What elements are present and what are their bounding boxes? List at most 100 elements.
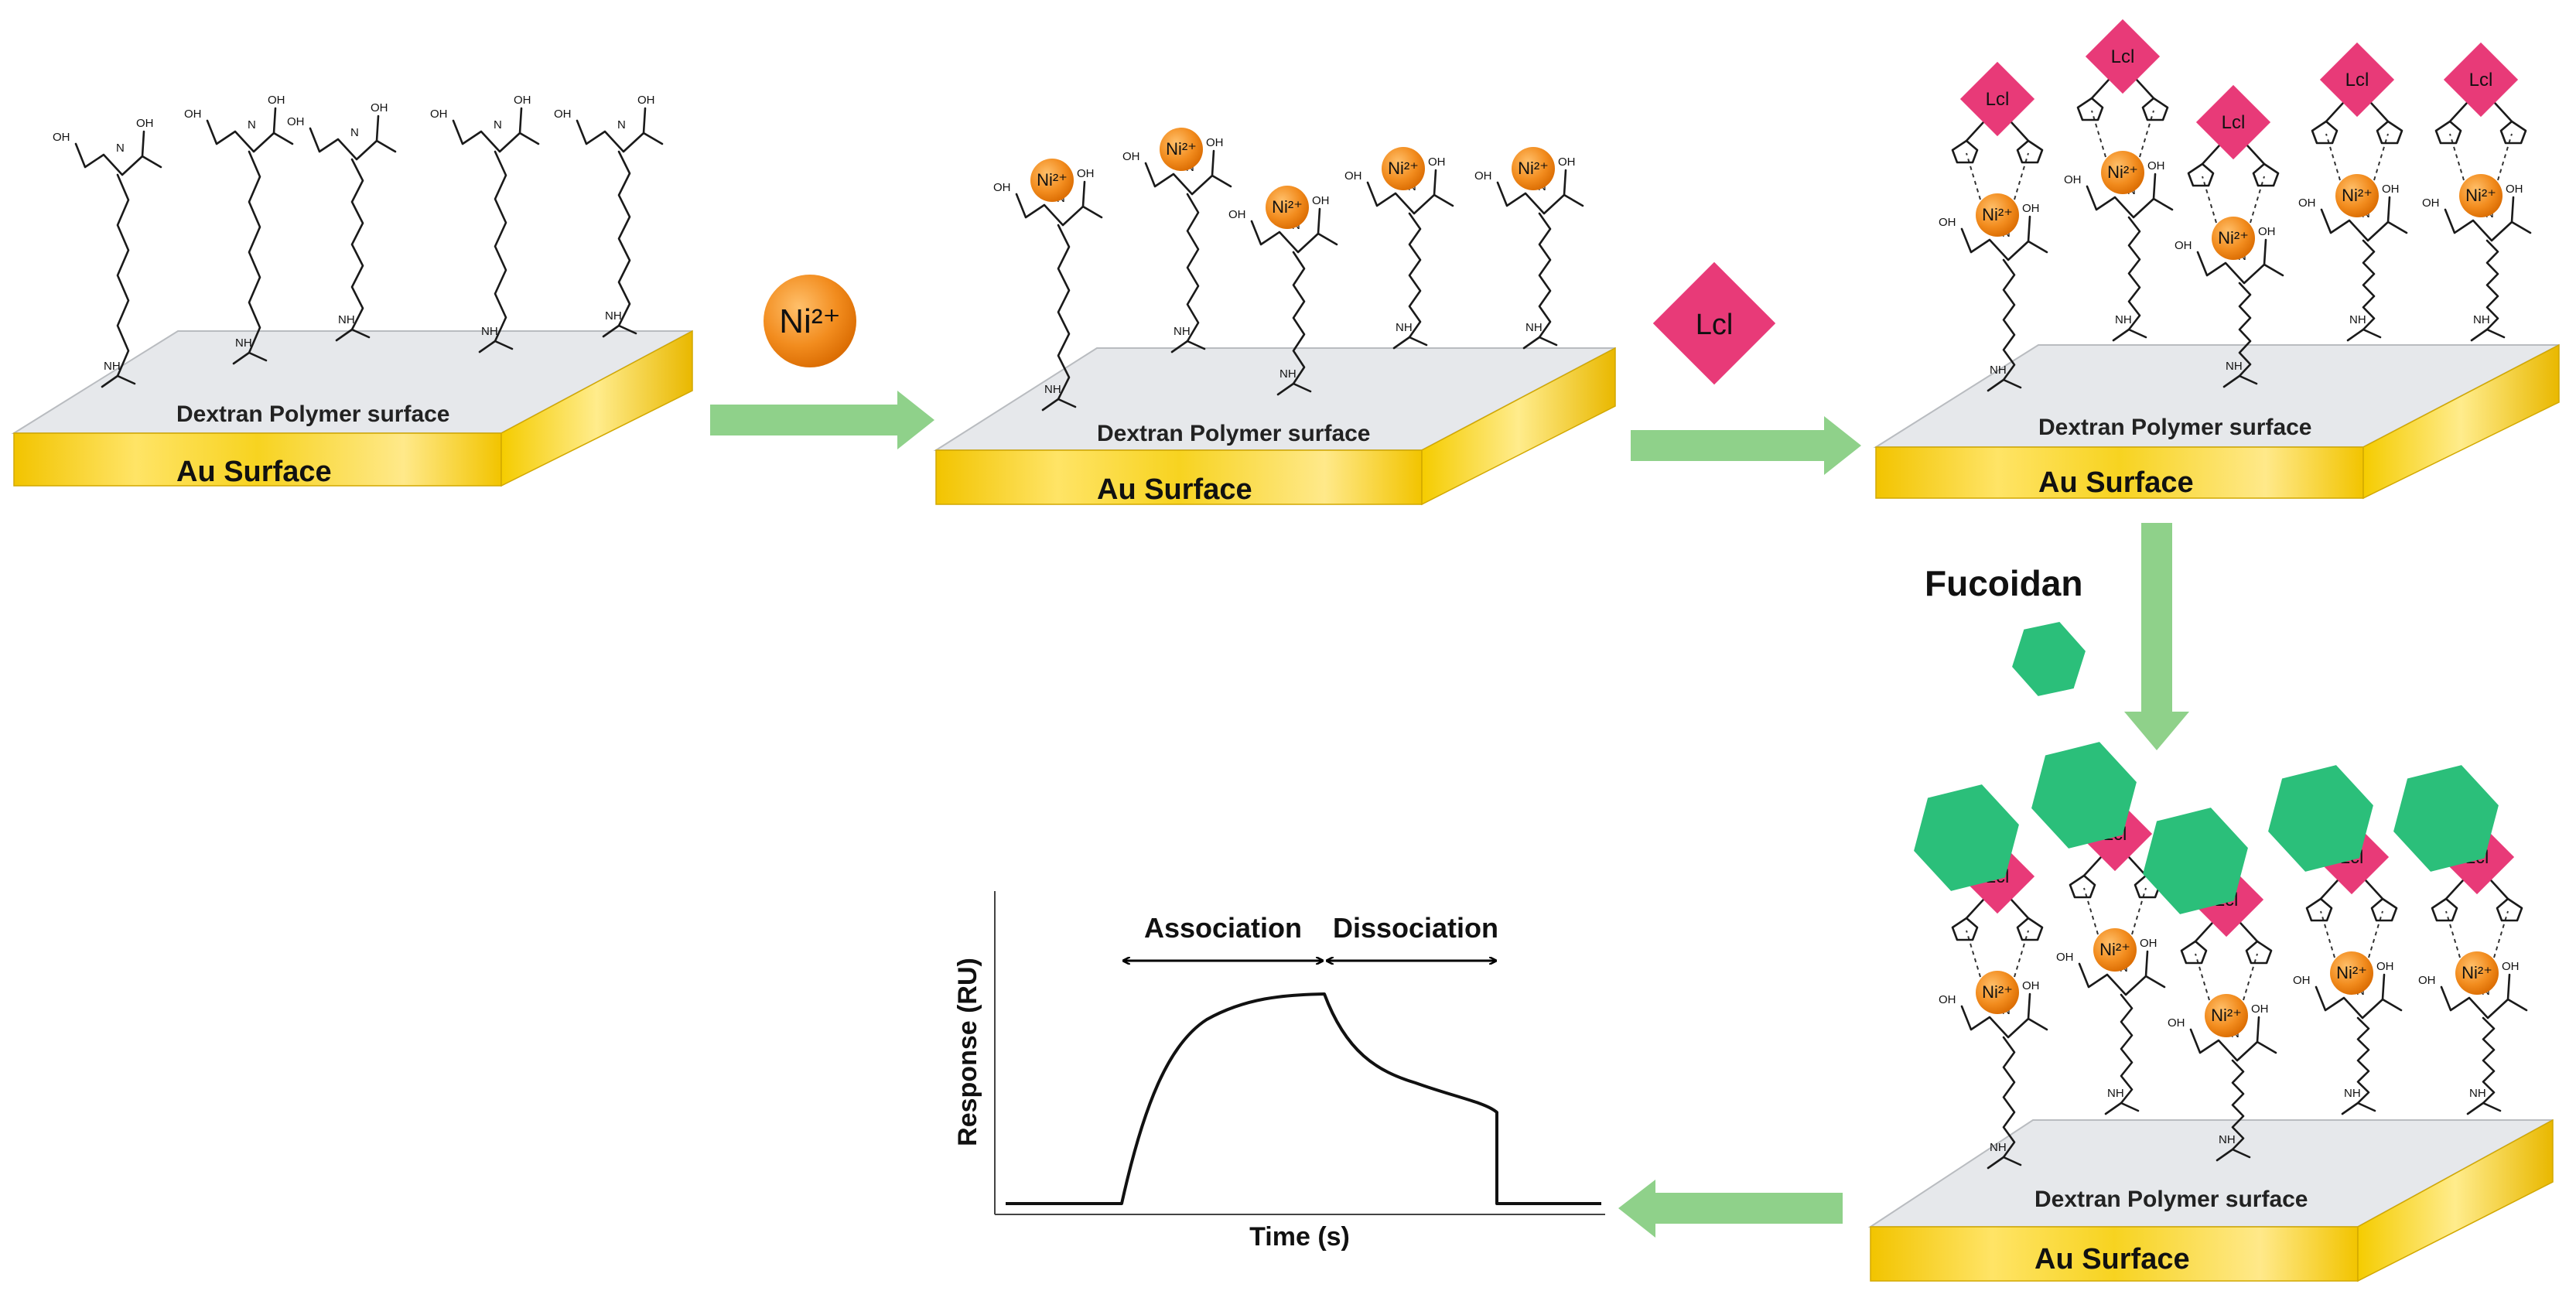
histidine-ring: [2434, 120, 2462, 145]
carboxyl-label: OH: [2251, 1002, 2269, 1016]
amide-nh-label: NH: [1990, 1141, 2007, 1154]
dissociation-label: Dissociation: [1333, 912, 1498, 944]
arrow-step-3: [2124, 523, 2189, 750]
histidine-ring: [2496, 897, 2523, 922]
amide-nh-label: NH: [1396, 321, 1413, 334]
carboxyl-label: OH: [2175, 239, 2192, 252]
nickel-ion-label: Ni²⁺: [2099, 940, 2130, 959]
amide-nh-label: NH: [2344, 1087, 2361, 1100]
amide-nh-label: NH: [2115, 313, 2132, 326]
histidine-ring: [2134, 874, 2161, 899]
ligand-protein: Lcl: [2195, 84, 2271, 160]
nickel-ion-label: Ni²⁺: [1982, 982, 2013, 1002]
carboxyl-label: OH: [2502, 960, 2520, 973]
nickel-ion: Ni²⁺: [2459, 174, 2503, 217]
carboxyl-label: OH: [2293, 974, 2311, 987]
nickel-ion: Ni²⁺: [1976, 193, 2019, 237]
nickel-ion: Ni²⁺: [2205, 994, 2248, 1037]
carboxyl-label: OH: [136, 117, 154, 130]
sensorgram-x-label: Time (s): [1249, 1222, 1350, 1252]
amide-nh-label: NH: [235, 336, 252, 350]
fucoidan-molecule: [1914, 784, 2019, 891]
analyte-linker-group: NHNOHOHNi²⁺LclNHNOHOHNi²⁺LclNHNOHOHNi²⁺L…: [1914, 742, 2528, 1170]
amide-nh-label: NH: [1525, 321, 1543, 334]
nitrogen-label: N: [116, 142, 125, 155]
histidine-ring: [2376, 120, 2403, 145]
ligand-protein: Lcl: [2443, 42, 2519, 118]
gold-label: Au Surface: [2034, 1243, 2190, 1276]
gold-side-face: [501, 330, 693, 487]
amide-nh-label: NH: [481, 325, 498, 338]
carboxyl-label: OH: [1206, 136, 1224, 149]
nickel-ion: Ni²⁺: [1512, 147, 1555, 190]
carboxyl-label: OH: [2064, 173, 2082, 186]
ligand-label: Lcl: [2345, 70, 2369, 91]
ligand-label: Lcl: [2469, 70, 2493, 91]
carboxyl-label: OH: [1558, 155, 1576, 169]
carboxyl-label: OH: [184, 108, 202, 121]
histidine-ring: [2016, 917, 2044, 941]
ligand-label: Lcl: [1986, 89, 2010, 110]
nickel-ion-label: Ni²⁺: [2107, 162, 2138, 182]
panel-ligand-captured: Dextran Polymer surface Au Surface NHNOH…: [1873, 19, 2560, 500]
nickel-ion: Ni²⁺: [1382, 147, 1425, 190]
nitrogen-label: N: [617, 118, 626, 131]
histidine-ring: [1951, 139, 1979, 164]
histidine-ring: [2252, 162, 2280, 187]
carboxyl-label: OH: [2258, 225, 2276, 238]
nickel-ion-label: Ni²⁺: [1982, 205, 2013, 224]
carboxyl-label: OH: [1939, 216, 1956, 229]
arrow-step-1: [710, 391, 934, 449]
amide-nh-label: NH: [2469, 1087, 2486, 1100]
nitrogen-label: N: [248, 118, 256, 131]
nickel-ion-label: Ni²⁺: [1166, 139, 1197, 159]
amide-nh-label: NH: [1990, 364, 2007, 377]
carboxyl-label: OH: [53, 131, 70, 144]
nickel-ion-label: Ni²⁺: [2211, 1006, 2242, 1025]
carboxyl-label: OH: [2022, 979, 2040, 992]
carboxyl-label: OH: [1939, 993, 1956, 1006]
carboxyl-label: OH: [1228, 208, 1246, 221]
ligand-label: Lcl: [1696, 309, 1734, 341]
panel-nta-surface: Dextran Polymer surface Au Surface NHNOH…: [11, 94, 693, 488]
nickel-ion-label: Ni²⁺: [1037, 170, 1068, 190]
nickel-ion: Ni²⁺: [2335, 174, 2379, 217]
nickel-ion-label: Ni²⁺: [2218, 228, 2249, 248]
gold-side-face: [2357, 1119, 2554, 1282]
histidine-ring: [2180, 940, 2208, 965]
sensorgram-trace: [1006, 992, 1601, 1205]
amide-nh-label: NH: [1044, 383, 1061, 396]
panel-ni-nta-surface: Dextran Polymer surface Au Surface NHNOH…: [933, 128, 1616, 506]
amide-nh-label: NH: [2349, 313, 2366, 326]
sensorgram-y-label: Response (RU): [953, 958, 982, 1146]
gold-front-face: [935, 449, 1423, 505]
carboxyl-label: OH: [2147, 159, 2165, 172]
histidine-ring: [2069, 874, 2096, 899]
ligand-protein: Lcl: [1959, 61, 2035, 137]
carboxyl-label: OH: [637, 94, 655, 107]
ligand-linker-group: NHNOHOHNi²⁺LclNHNOHOHNi²⁺LclNHNOHOHNi²⁺L…: [1939, 19, 2532, 392]
nickel-ion: Ni²⁺: [1266, 186, 1309, 229]
histidine-ring: [2187, 162, 2215, 187]
carboxyl-label: OH: [1344, 169, 1362, 183]
nitrogen-label: N: [350, 126, 359, 139]
gold-front-face: [1875, 446, 2364, 499]
carboxyl-label: OH: [2056, 951, 2074, 964]
carboxyl-label: OH: [430, 108, 448, 121]
nitrogen-label: N: [494, 118, 502, 131]
fucoidan-molecule: [2031, 742, 2137, 849]
amide-nh-label: NH: [1174, 325, 1191, 338]
dextran-label: Dextran Polymer surface: [2034, 1187, 2308, 1212]
carboxyl-label: OH: [993, 181, 1011, 194]
histidine-ring: [2016, 139, 2044, 164]
carboxyl-label: OH: [2140, 937, 2157, 950]
